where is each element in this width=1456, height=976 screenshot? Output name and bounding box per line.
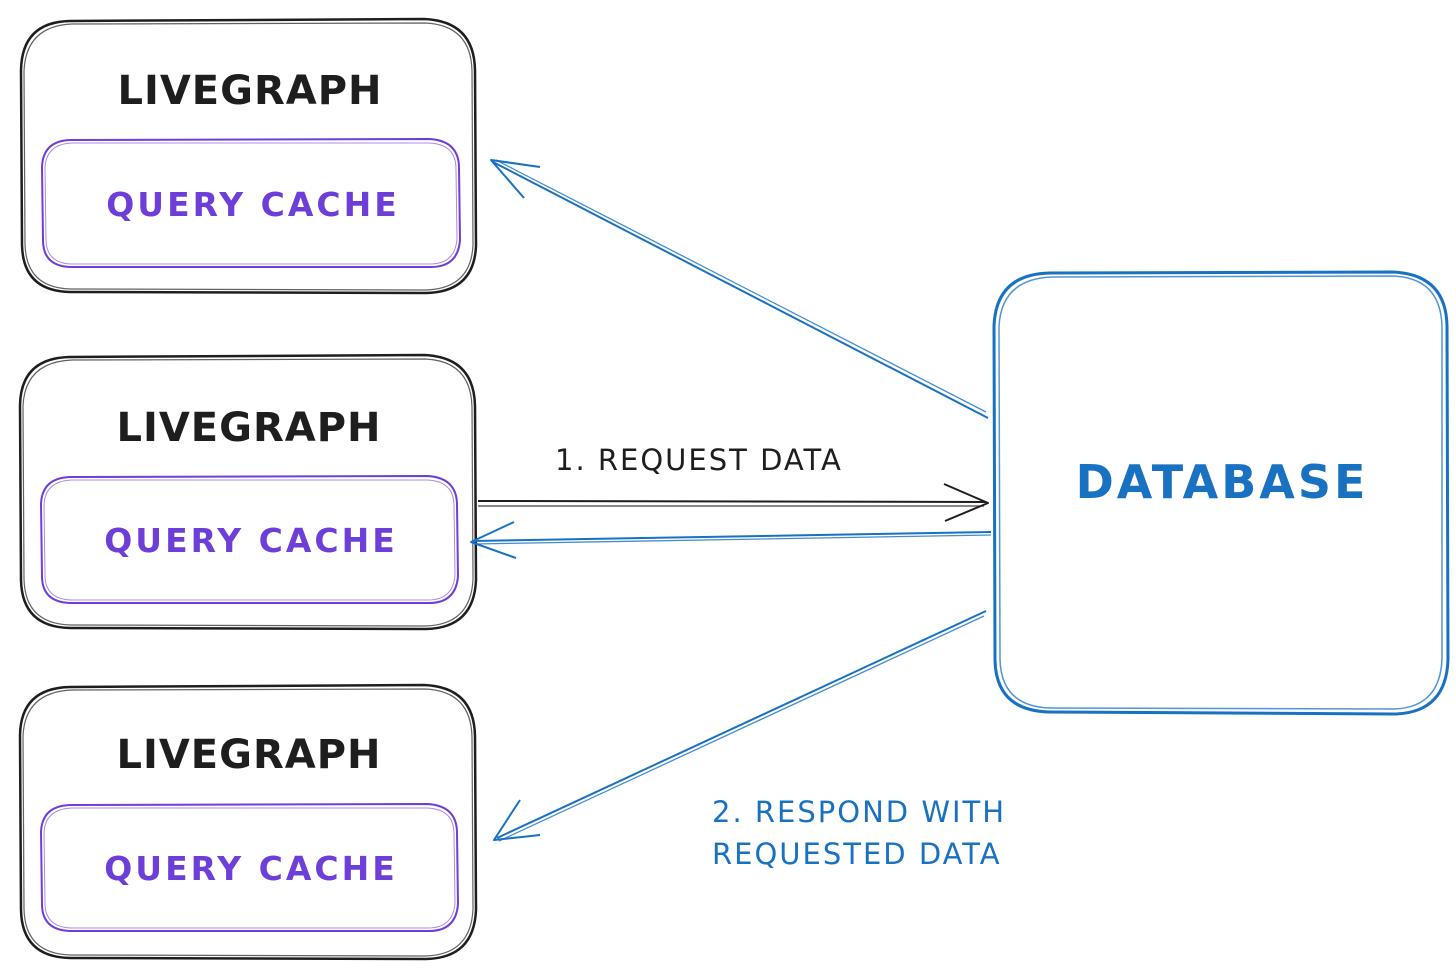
livegraph-title: LIVEGRAPH (117, 68, 382, 114)
query-cache-label: QUERY CACHE (106, 185, 400, 224)
livegraph-node: LIVEGRAPH QUERY CACHE (18, 353, 478, 631)
query-cache-label: QUERY CACHE (104, 849, 398, 888)
response-arrow-to-livegraph-1 (490, 159, 989, 419)
query-cache-box: QUERY CACHE (39, 474, 460, 604)
arrowhead-icon (943, 483, 989, 522)
response-label-line-1: 2. RESPOND WITH (712, 795, 1006, 829)
database-box (992, 270, 1450, 716)
livegraph-title: LIVEGRAPH (116, 405, 381, 451)
livegraph-node: LIVEGRAPH QUERY CACHE (19, 17, 478, 295)
database-label: DATABASE (1076, 455, 1369, 509)
request-label: 1. REQUEST DATA (555, 443, 843, 477)
livegraph-title: LIVEGRAPH (116, 732, 381, 778)
response-label-line-2: REQUESTED DATA (712, 837, 1002, 871)
database-node: DATABASE (992, 270, 1450, 716)
arrowhead-icon (493, 799, 541, 841)
query-cache-label: QUERY CACHE (104, 521, 398, 560)
livegraph-box (18, 353, 478, 631)
response-arrow-to-livegraph-3 (493, 610, 987, 842)
query-cache-box: QUERY CACHE (40, 137, 462, 268)
livegraph-box (18, 683, 478, 961)
livegraph-node: LIVEGRAPH QUERY CACHE (18, 683, 478, 961)
arrowhead-icon (470, 521, 517, 559)
response-arrow-to-livegraph-2 (470, 521, 992, 559)
livegraph-box (19, 17, 478, 295)
request-arrow (477, 483, 989, 522)
arrowhead-icon (490, 159, 541, 199)
query-cache-box: QUERY CACHE (39, 802, 460, 932)
